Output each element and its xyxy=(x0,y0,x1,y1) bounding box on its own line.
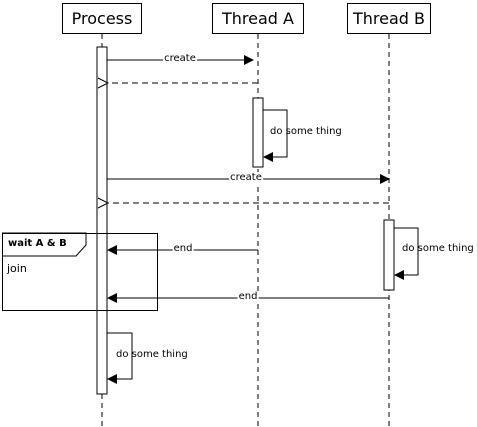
label-end-a: end xyxy=(172,243,194,255)
label-create-b: create xyxy=(229,172,263,184)
label-end-b: end xyxy=(237,291,259,303)
activation-process xyxy=(96,46,108,395)
label-do-some-thing-a: do some thing xyxy=(270,126,342,137)
label-create-a: create xyxy=(163,53,197,65)
self-message-thread-a xyxy=(263,109,288,162)
fragment-title: wait A & B xyxy=(8,238,67,249)
fragment-guard: join xyxy=(7,262,27,275)
label-do-some-thing-process: do some thing xyxy=(116,349,188,360)
activation-thread-a xyxy=(252,97,264,168)
participant-thread-b: Thread B xyxy=(347,3,431,34)
activation-thread-b xyxy=(383,219,395,291)
self-message-process xyxy=(107,332,133,384)
label-do-some-thing-b: do some thing xyxy=(402,243,474,254)
self-message-thread-b xyxy=(394,227,419,280)
participant-process: Process xyxy=(62,3,142,34)
participant-thread-a: Thread A xyxy=(212,3,304,34)
fragment-frame xyxy=(2,233,158,311)
